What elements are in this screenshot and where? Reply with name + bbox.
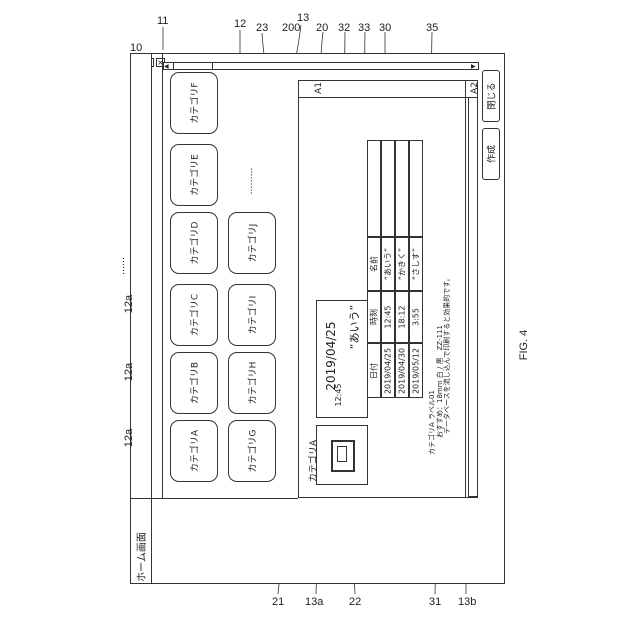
category-button-b[interactable]: カテゴリB — [170, 352, 218, 414]
more-categories-row1: …… — [117, 251, 129, 281]
ref-13a: 13a — [305, 596, 323, 608]
table-row-3-time[interactable]: 3:55 — [409, 291, 423, 343]
table-header-date: 日付 — [367, 343, 381, 398]
table-empty-column — [381, 140, 395, 237]
ref-23: 23 — [256, 22, 268, 34]
category-button-f[interactable]: カテゴリF — [170, 72, 218, 134]
ref-12a-1: 12a — [123, 294, 135, 314]
window-title: ホーム画面 — [133, 527, 147, 587]
ref-31: 31 — [429, 596, 441, 608]
close-button[interactable]: 閉じる — [482, 70, 500, 122]
detail-scrollbar[interactable] — [468, 97, 478, 497]
ref-11: 11 — [157, 15, 168, 27]
ref-12: 12 — [234, 18, 246, 30]
area-a2-label: A2 — [470, 78, 482, 98]
category-button-i[interactable]: カテゴリI — [228, 284, 276, 346]
category-button-e[interactable]: カテゴリE — [170, 144, 218, 206]
ref-13: 13 — [297, 12, 309, 24]
category-button-g[interactable]: カテゴリG — [228, 420, 276, 482]
pane-divider — [162, 53, 163, 498]
category-button-c[interactable]: カテゴリC — [170, 284, 218, 346]
area-a1-label: A1 — [314, 78, 326, 98]
category-button-h[interactable]: カテゴリH — [228, 352, 276, 414]
figure-caption: FIG. 4 — [518, 320, 532, 370]
table-row-1-date[interactable]: 2019/04/25 — [381, 343, 395, 398]
label-preview-image — [316, 425, 368, 485]
table-empty-column — [367, 140, 381, 237]
ref-10: 10 — [130, 42, 142, 54]
ref-32: 32 — [338, 22, 350, 34]
table-row-2-time[interactable]: 18:12 — [395, 291, 409, 343]
table-row-3-date[interactable]: 2019/05/12 — [409, 343, 423, 398]
label-name: “あいう” — [346, 302, 360, 352]
category-button-a[interactable]: カテゴリA — [170, 420, 218, 482]
ref-30: 30 — [379, 22, 391, 34]
ref-13b: 13b — [458, 596, 476, 608]
ref-20: 20 — [316, 22, 328, 34]
pane-bottom-rule — [130, 498, 298, 499]
table-header-time: 時刻 — [367, 291, 381, 343]
table-row-2-date[interactable]: 2019/04/30 — [395, 343, 409, 398]
create-button[interactable]: 作成 — [482, 128, 500, 180]
table-header-name: 名前 — [367, 237, 381, 291]
ref-22: 22 — [349, 596, 361, 608]
table-empty-column — [409, 140, 423, 237]
ref-33: 33 — [358, 22, 370, 34]
area-a2-rule — [465, 80, 466, 498]
table-row-2-name[interactable]: “かきく” — [395, 237, 409, 291]
scroll-left-icon[interactable]: ◀ — [164, 63, 169, 70]
category-button-j[interactable]: カテゴリJ — [228, 212, 276, 274]
category-button-d[interactable]: カテゴリD — [170, 212, 218, 274]
ref-12a-3: 12a — [123, 428, 135, 448]
table-row-3-name[interactable]: “さしす” — [409, 237, 423, 291]
scroll-right-icon[interactable]: ▶ — [471, 63, 476, 70]
ref-21: 21 — [272, 596, 284, 608]
label-slot-icon — [337, 446, 347, 462]
scrollbar-thumb[interactable] — [173, 62, 213, 70]
table-empty-column — [395, 140, 409, 237]
more-categories-row2: ……… — [245, 166, 257, 196]
title-bar — [130, 53, 152, 584]
table-row-1-name[interactable]: “あいう” — [381, 237, 395, 291]
table-row-1-time[interactable]: 12:45 — [381, 291, 395, 343]
label-time: 12:45 — [334, 375, 346, 415]
info-line-3: データベースを流し込んで印刷すると効果的です。 — [442, 220, 452, 434]
ref-12a-2: 12a — [123, 362, 135, 382]
ref-35: 35 — [426, 22, 438, 34]
